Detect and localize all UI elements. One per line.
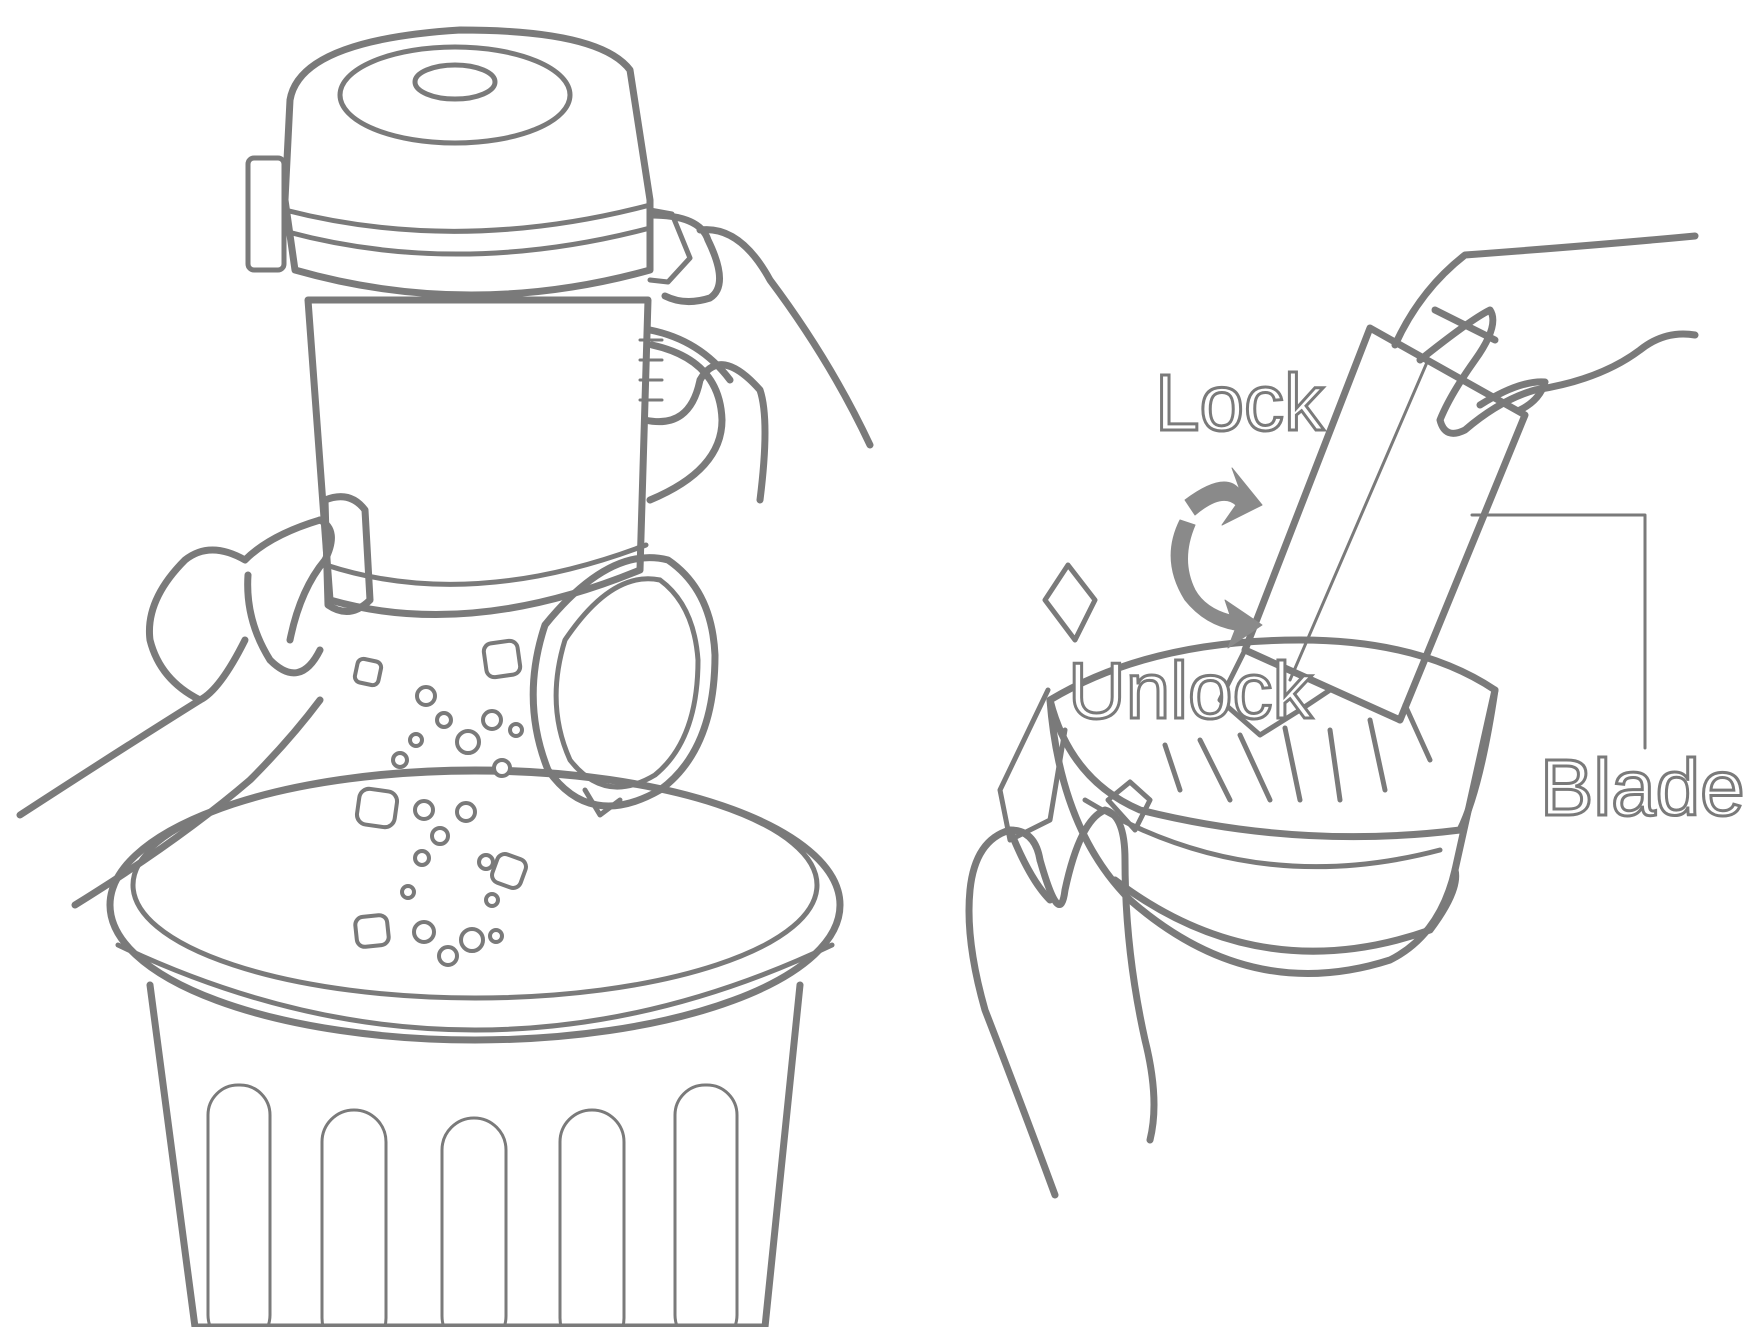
trash-bin — [110, 770, 840, 1327]
rotate-arrow-body — [1171, 520, 1262, 648]
blade-unit-tab — [1045, 565, 1095, 640]
hand-upper-gripping-blade — [1395, 236, 1695, 433]
blade-label-leader-line — [1472, 515, 1645, 748]
dust-emptying-scene — [20, 30, 870, 1327]
hand-lower-holding-unit — [969, 810, 1154, 1195]
label-blade: Blade — [1540, 743, 1745, 832]
label-lock: Lock — [1155, 358, 1325, 447]
rotate-arrow-lock — [1185, 468, 1262, 525]
dust-container-lid-center — [415, 65, 495, 99]
dust-container-bottom-lid-inner — [556, 579, 698, 787]
dust-container-latch — [248, 158, 284, 270]
rotate-arrow-icon — [1171, 468, 1262, 648]
dust-container-lid-ring — [285, 205, 650, 254]
dust-container-body — [308, 300, 648, 615]
dust-container-lid-top — [340, 47, 570, 143]
label-unlock: Unlock — [1068, 646, 1314, 735]
blade-unit-base — [1115, 870, 1456, 951]
